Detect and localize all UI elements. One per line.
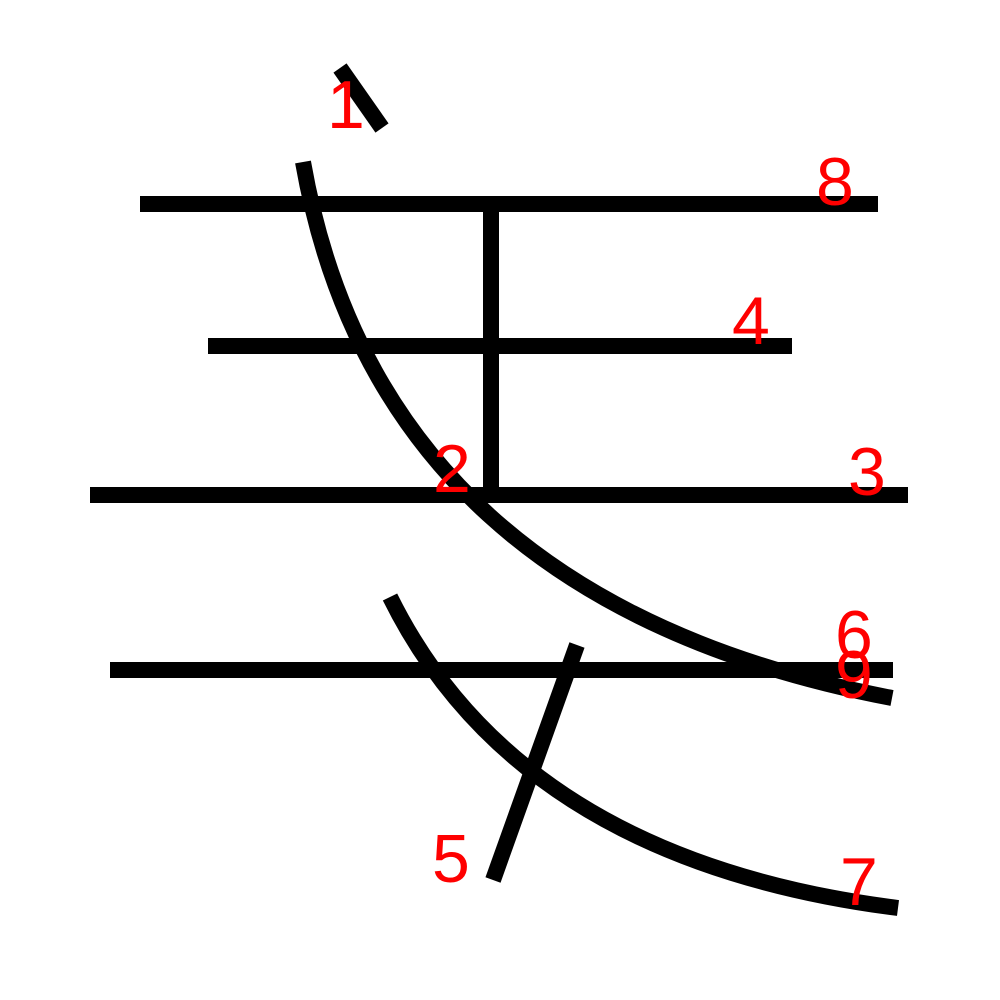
stroke-7: [382, 593, 900, 916]
stroke-number-2: 2: [433, 431, 471, 507]
stroke-numbers: 1 2 3 4 5 6 7 8 9: [327, 67, 886, 920]
stroke-number-9: 9: [835, 637, 873, 713]
stroke-5: [485, 642, 585, 883]
stroke-number-4: 4: [732, 283, 770, 359]
stroke-number-7: 7: [840, 844, 878, 920]
stroke-number-5: 5: [432, 821, 470, 897]
stroke-number-3: 3: [848, 434, 886, 510]
stroke-1: [333, 63, 389, 133]
stroke-number-1: 1: [327, 67, 365, 143]
stroke-9: [295, 160, 894, 706]
character-strokes: [90, 63, 908, 916]
stroke-number-6: 6: [835, 597, 873, 673]
stroke-number-8: 8: [816, 144, 854, 220]
